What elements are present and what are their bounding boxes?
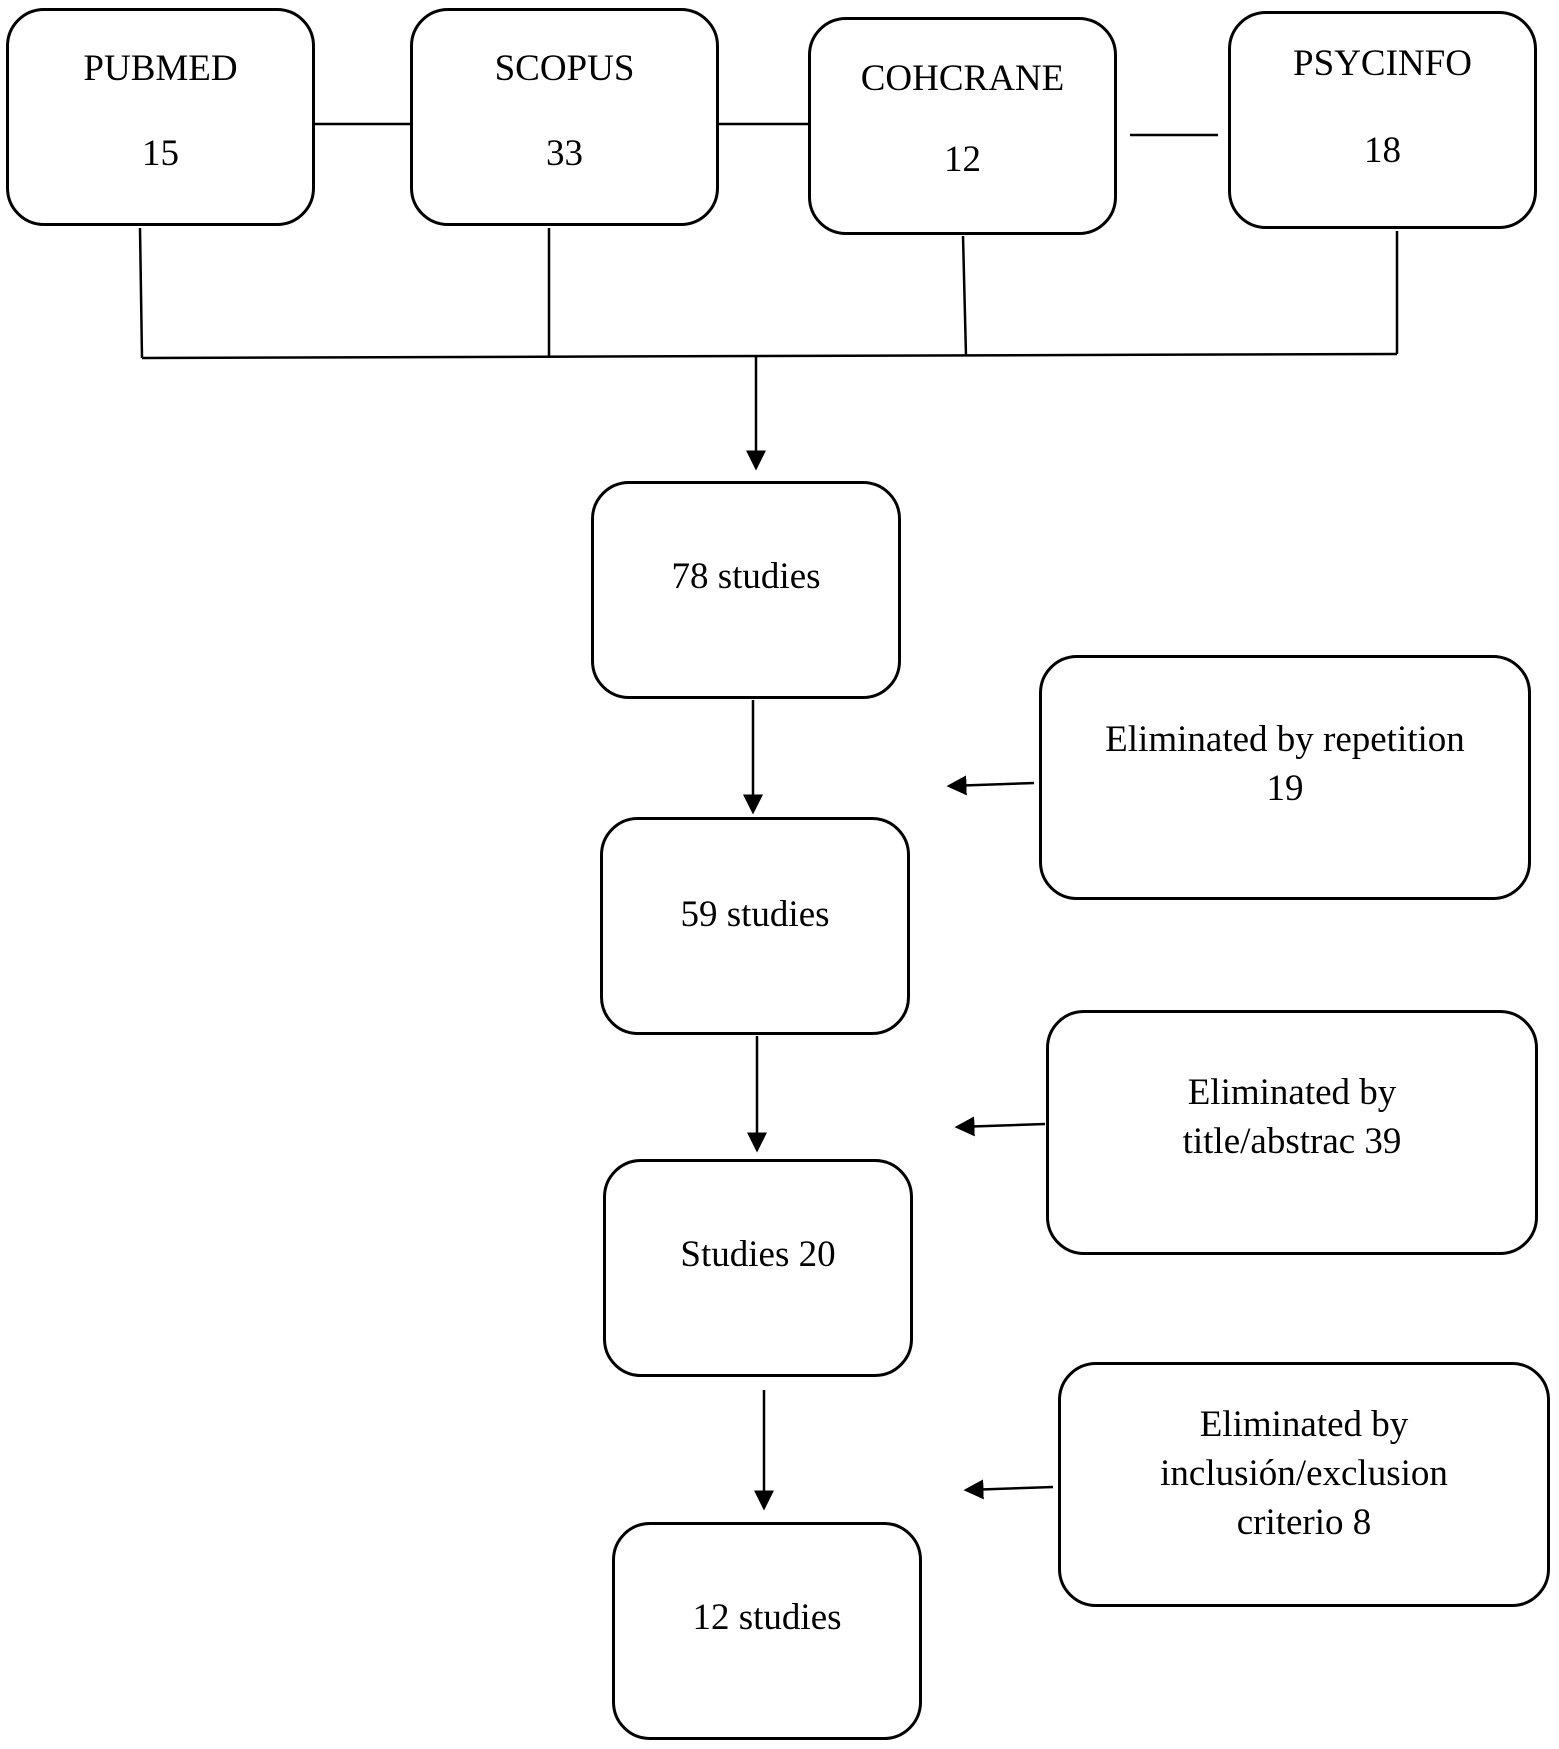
source-name: SCOPUS	[494, 48, 635, 89]
source-drop-line	[138, 227, 144, 359]
exclusion-line: inclusión/exclusion	[1160, 1453, 1448, 1494]
source-name: PUBMED	[83, 48, 238, 89]
source-drop-line	[961, 235, 968, 357]
flow-box-identified: 78 studies	[591, 481, 901, 699]
flow-label: 78 studies	[671, 556, 821, 597]
exclusion-arrow	[946, 775, 1035, 796]
exclusion-line: Eliminated by	[1199, 1404, 1409, 1445]
source-name: PSYCINFO	[1293, 43, 1472, 84]
flow-box-after-screening: Studies 20	[603, 1159, 913, 1377]
source-count: 33	[546, 133, 583, 174]
flow-box-after-duplicates: 59 studies	[600, 817, 910, 1035]
merge-line	[141, 352, 1398, 360]
exclusion-box-repetition: Eliminated by repetition 19	[1039, 655, 1531, 900]
flow-label: 59 studies	[680, 894, 830, 935]
exclusion-box-criteria: Eliminated by inclusión/exclusion criter…	[1058, 1362, 1550, 1607]
exclusion-line: criterio 8	[1236, 1502, 1372, 1543]
source-name: COHCRANE	[860, 58, 1065, 99]
flow-label: 12 studies	[692, 1597, 842, 1638]
exclusion-box-title-abstract: Eliminated by title/abstrac 39	[1046, 1010, 1538, 1255]
flow-label: Studies 20	[680, 1234, 836, 1275]
exclusion-arrow	[963, 1479, 1054, 1500]
source-count: 12	[944, 139, 981, 180]
source-count: 18	[1364, 130, 1401, 171]
exclusion-line: 19	[1266, 768, 1304, 809]
flow-box-included: 12 studies	[612, 1522, 922, 1740]
source-box-cochrane: COHCRANE 12	[808, 17, 1117, 235]
exclusion-line: Eliminated by repetition	[1105, 719, 1465, 760]
source-box-pubmed: PUBMED 15	[6, 8, 315, 226]
exclusion-arrow	[954, 1116, 1046, 1137]
source-count: 15	[142, 133, 179, 174]
source-box-scopus: SCOPUS 33	[410, 8, 719, 226]
source-box-psycinfo: PSYCINFO 18	[1228, 11, 1537, 229]
exclusion-line: title/abstrac 39	[1182, 1121, 1402, 1162]
exclusion-line: Eliminated by	[1187, 1072, 1397, 1113]
